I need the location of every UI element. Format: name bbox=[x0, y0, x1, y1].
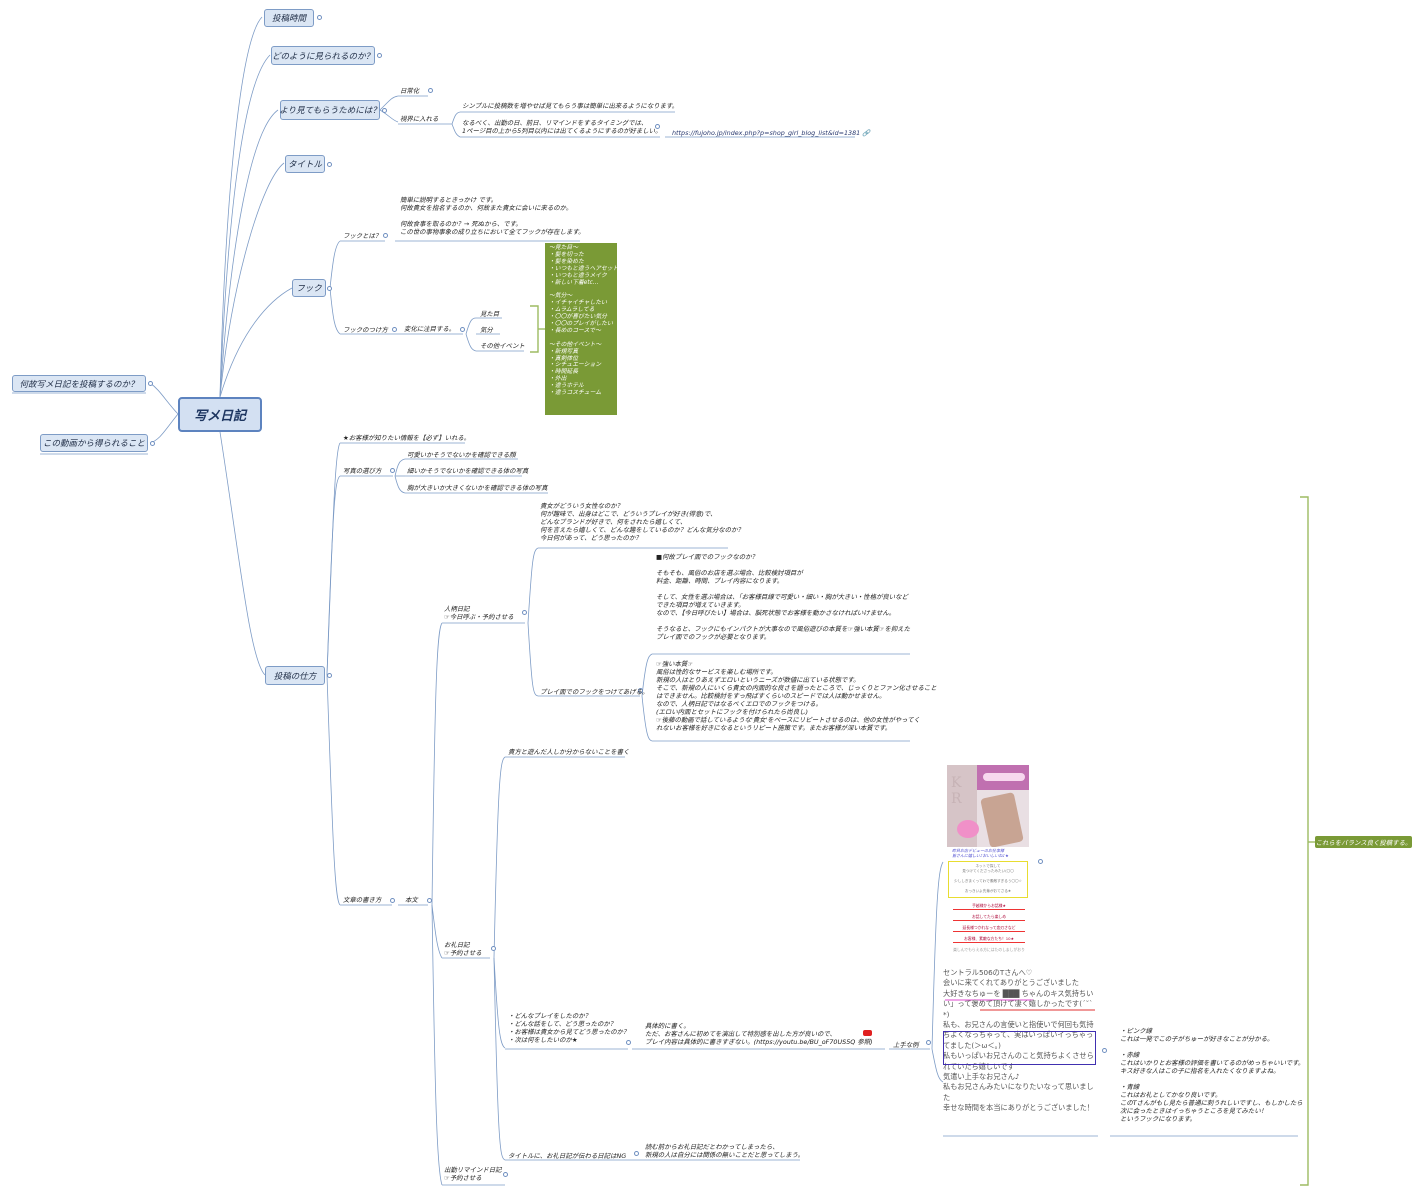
topic-why-play-hook[interactable]: ■何故プレイ面でのフックなのか？ そもそも、風俗のお店を選ぶ場合、比較検討項目が… bbox=[656, 553, 911, 641]
topic-play-hook[interactable]: プレイ面でのフックをつけてあげる。 bbox=[540, 688, 649, 696]
topic-how-to-hook[interactable]: フックのつけ方 bbox=[343, 326, 388, 334]
node-title[interactable]: タイトル bbox=[285, 155, 325, 173]
hook-examples-box[interactable]: ～見た目～ ・髪を切った ・髪を染めた ・いつもと違うヘアセット ・いつもと違う… bbox=[545, 243, 618, 415]
red-line-1[interactable]: 手越様からお話様★ bbox=[953, 903, 1025, 910]
expand-toggle[interactable] bbox=[327, 673, 332, 678]
topic-strong-essence[interactable]: ☞強い本質☞ 風俗は性的なサービスを楽しむ場所です。 新規の人はとりあえずエロい… bbox=[656, 660, 937, 732]
expand-toggle[interactable] bbox=[327, 162, 332, 167]
url-link[interactable]: https://fujoho.jp/index.php?p=shop_girl_… bbox=[672, 129, 870, 137]
expand-toggle[interactable] bbox=[150, 441, 155, 446]
node-why-post[interactable]: 何故写メ日記を投稿するのか？ bbox=[12, 375, 146, 392]
red-line-4[interactable]: お客様、素敵な方たち！10★ bbox=[953, 936, 1025, 943]
topic-nurubeku[interactable]: なるべく、出勤の日、前日、リマインドをするタイミングでは、 1ページ目の上から5… bbox=[462, 119, 662, 135]
central-topic[interactable]: 写メ日記 bbox=[178, 397, 262, 432]
expand-toggle[interactable] bbox=[377, 53, 382, 58]
example-diary-text[interactable]: セントラル506のTさんへ♡ 会いに来てくれてありがとうございました 大好きなち… bbox=[943, 968, 1094, 1113]
youtube-icon[interactable] bbox=[863, 1030, 872, 1036]
node-what-you-get[interactable]: この動画から得られること bbox=[40, 434, 148, 452]
expand-toggle[interactable] bbox=[926, 1040, 931, 1045]
topic-writing[interactable]: 文章の書き方 bbox=[343, 896, 382, 904]
topic-photo-chest[interactable]: 胸が大きいか大きくないかを確認できる体の写真 bbox=[407, 484, 548, 492]
expand-toggle[interactable] bbox=[428, 88, 433, 93]
expand-toggle[interactable] bbox=[522, 610, 527, 615]
topic-title-ng[interactable]: タイトルに、お礼日記が伝わる日記はNG bbox=[508, 1152, 627, 1160]
red-line-3[interactable]: 延長様つかれなって恋刃さなど bbox=[953, 925, 1025, 932]
expand-toggle[interactable] bbox=[327, 286, 332, 291]
expand-toggle[interactable] bbox=[460, 327, 465, 332]
node-posting-time[interactable]: 投稿時間 bbox=[264, 9, 314, 27]
topic-nichijoka[interactable]: 日常化 bbox=[400, 87, 420, 95]
link-icon[interactable]: 🔗 bbox=[862, 129, 871, 137]
topic-photo-selection[interactable]: 写真の選び方 bbox=[343, 467, 382, 475]
topic-what-is-hook[interactable]: フックとは？ bbox=[343, 232, 382, 240]
topic-title-reason[interactable]: 読む前からお礼日記だとわかってしまったら、 新規の人は自分には関係の無いことだと… bbox=[645, 1143, 805, 1159]
expand-toggle[interactable] bbox=[382, 108, 387, 113]
blue-highlight-box bbox=[943, 1031, 1096, 1065]
topic-shikai[interactable]: 視界に入れる bbox=[400, 115, 439, 123]
expand-toggle[interactable] bbox=[491, 946, 496, 951]
expand-toggle[interactable] bbox=[392, 327, 397, 332]
expand-toggle[interactable] bbox=[390, 898, 395, 903]
expand-toggle[interactable] bbox=[626, 1040, 631, 1045]
topic-good-example[interactable]: 上手な例 bbox=[893, 1041, 919, 1049]
expand-toggle[interactable] bbox=[503, 1172, 508, 1177]
topic-appearance[interactable]: 見た目 bbox=[480, 310, 500, 318]
topic-personality-questions[interactable]: 貴女がどういう女性なのか？ 何が趣味で、出身はどこで、どういうプレイが好き(得意… bbox=[540, 502, 744, 542]
expand-toggle[interactable] bbox=[655, 124, 660, 129]
topic-hook-explanation[interactable]: 簡単に説明するときっかけ です。 何故貴女を指名するのか、何故また貴女に会いに来… bbox=[400, 196, 585, 236]
topic-simple[interactable]: シンプルに投稿数を増やせば見てもらう事は簡単に出来るようになります。 bbox=[462, 102, 679, 110]
node-how-to-post[interactable]: 投稿の仕方 bbox=[265, 666, 325, 685]
photo-caption[interactable]: 昨日お店デビューのお仕事様 皆さんに嬉しい♪おいしいね♪★ bbox=[952, 848, 1009, 858]
url-text[interactable]: https://fujoho.jp/index.php?p=shop_girl_… bbox=[672, 129, 861, 137]
node-get-seen-more[interactable]: より見てもらうためには？ bbox=[279, 100, 381, 120]
topic-photo-body[interactable]: 細いかそうでないかを確認できる体の写真 bbox=[407, 467, 529, 475]
node-hook[interactable]: フック bbox=[292, 279, 326, 297]
topic-photo-face[interactable]: 可愛いかそうでないかを確認できる顔 bbox=[407, 451, 516, 459]
expand-toggle[interactable] bbox=[634, 1151, 639, 1156]
expand-toggle[interactable] bbox=[427, 898, 432, 903]
topic-must-include[interactable]: ★お客様が知りたい情報を【必ず】いれる。 bbox=[343, 434, 471, 442]
topic-be-specific[interactable]: 具体的に書く。 ただ、お客さんに初めてを演出して特別感を出した方が良いので、 プ… bbox=[645, 1022, 873, 1046]
expand-toggle[interactable] bbox=[1038, 859, 1043, 864]
topic-personality-diary[interactable]: 人柄日記 ☞今日呼ぶ・予約させる bbox=[444, 605, 514, 621]
topic-only-you-know[interactable]: 貴方と遊んだ人しか分からないことを書く bbox=[508, 748, 630, 756]
expand-toggle[interactable] bbox=[638, 688, 643, 693]
red-line-2[interactable]: お話してたら楽しめ bbox=[953, 914, 1025, 921]
red-line-5[interactable]: 楽しんでもらえる方にはたのしましがおり bbox=[953, 947, 1025, 952]
topic-what-to-write[interactable]: ・どんなプレイをしたのか？ ・どんな話をして、どう思ったのか？ ・お客様は貴女か… bbox=[508, 1012, 630, 1044]
topic-body[interactable]: 本文 bbox=[405, 896, 418, 904]
expand-toggle[interactable] bbox=[148, 381, 153, 386]
topic-thanks-diary[interactable]: お礼日記 ☞予約させる bbox=[444, 941, 482, 957]
yellow-text-box[interactable]: ネットで探して 見つけてくださったみたい(〇〇 少ししぎまくってわで素敵すぎるぅ… bbox=[948, 861, 1028, 898]
expand-toggle[interactable] bbox=[390, 468, 395, 473]
topic-mood[interactable]: 気分 bbox=[480, 326, 493, 334]
topic-shift-reminder-diary[interactable]: 出勤リマインド日記 ☞予約させる bbox=[444, 1166, 502, 1182]
expand-toggle[interactable] bbox=[317, 15, 322, 20]
topic-notice-change[interactable]: 変化に注目する。 bbox=[404, 325, 456, 333]
expand-toggle[interactable] bbox=[1102, 1048, 1107, 1053]
topic-other-events[interactable]: その他イベント bbox=[480, 342, 525, 350]
node-how-seen[interactable]: どのように見られるのか？ bbox=[271, 46, 375, 65]
expand-toggle[interactable] bbox=[383, 233, 388, 238]
topic-line-explanations[interactable]: ・ピンク線 これは一発でこの子がちゅーが好きなことが分かる。 ・赤線 これはいか… bbox=[1120, 1027, 1305, 1123]
balance-label[interactable]: これらをバランス良く投稿する。 bbox=[1315, 836, 1412, 848]
